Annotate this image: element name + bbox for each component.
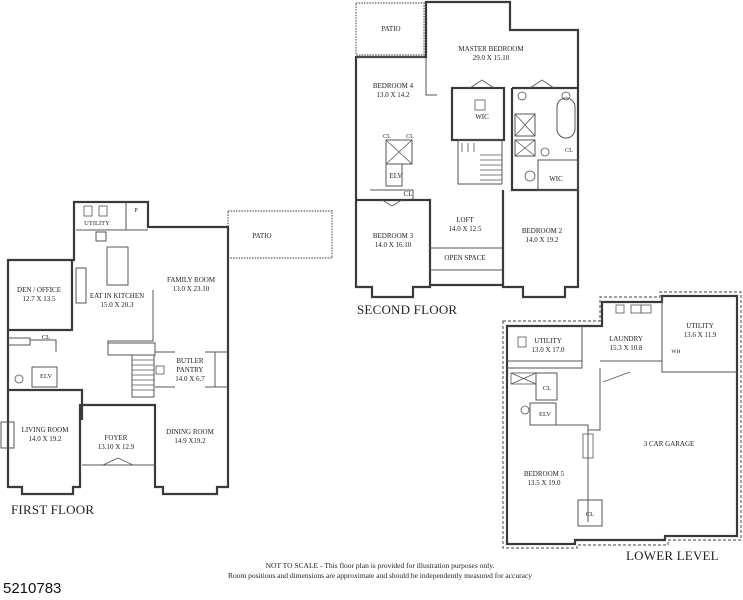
lower-level-plan (502, 291, 742, 549)
floor-title-second: SECOND FLOOR (357, 302, 458, 317)
room-utility-first: UTILITY (84, 220, 110, 227)
room-wic-master: WIC (475, 113, 489, 121)
floor-title-lower: LOWER LEVEL (626, 548, 719, 563)
room-closet-a: CL (383, 134, 391, 140)
room-closet-lower-a: CL (542, 385, 552, 392)
room-closet-c: CL (403, 190, 413, 198)
room-closet-first: CL (41, 334, 51, 341)
room-elevator-lower: ELV (538, 411, 552, 418)
room-patio-first: PATIO (252, 232, 272, 240)
room-closet-b: CL (406, 134, 414, 140)
room-closet-lower-b: CL (585, 511, 595, 518)
disclaimer-line-1: NOT TO SCALE - This floor plan is provid… (265, 561, 495, 570)
water-heater-label: WH (671, 349, 681, 355)
floor-title-first: FIRST FLOOR (11, 502, 95, 517)
room-closet-bath: CL (565, 148, 573, 154)
room-elevator-second: ELV (389, 172, 403, 180)
listing-id: 5210783 (3, 580, 62, 597)
room-3-car-garage: 3 CAR GARAGE (643, 440, 695, 448)
disclaimer-line-2: Room positions and dimensions are approx… (227, 571, 533, 580)
room-elevator-first: ELV (39, 373, 53, 380)
second-floor-plan (354, 0, 580, 299)
room-patio-second: PATIO (381, 25, 401, 33)
room-pantry: P (134, 208, 138, 214)
first-floor-plan (0, 200, 333, 496)
room-wic-bedroom-2: WIC (549, 175, 563, 183)
room-open-space: OPEN SPACE (444, 254, 486, 262)
